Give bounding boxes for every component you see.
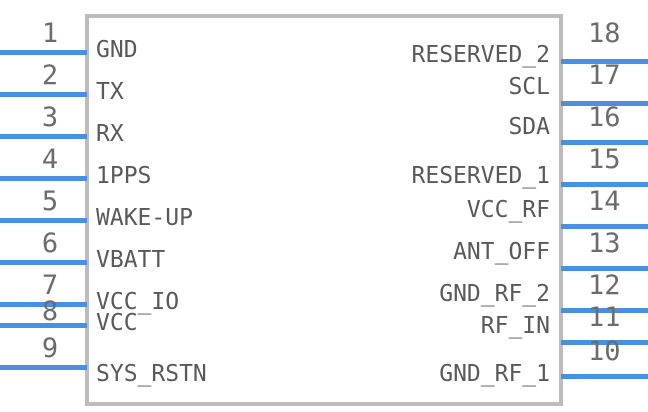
pin-name-13: ANT_OFF: [453, 239, 550, 265]
pin-wire-8[interactable]: [0, 323, 87, 328]
pin-number-6: 6: [41, 228, 59, 259]
pin-number-3: 3: [41, 102, 59, 133]
pin-name-9: SYS_RSTN: [96, 361, 207, 387]
pin-wire-13[interactable]: [561, 266, 648, 271]
pin-wire-17[interactable]: [561, 101, 648, 106]
pin-wire-6[interactable]: [0, 260, 87, 265]
pin-number-8: 8: [41, 296, 59, 327]
pin-name-1: GND: [96, 37, 138, 63]
pin-name-12: GND_RF_2: [439, 281, 550, 307]
pin-number-11: 11: [588, 302, 621, 333]
component-body-outline: [85, 14, 563, 406]
pin-number-5: 5: [41, 186, 59, 217]
pin-name-8: VCC: [96, 310, 138, 336]
pin-wire-12[interactable]: [561, 308, 648, 313]
pin-wire-2[interactable]: [0, 92, 87, 97]
pin-number-16: 16: [588, 102, 621, 133]
pin-name-3: RX: [96, 121, 124, 147]
pin-wire-10[interactable]: [561, 374, 648, 379]
pin-wire-18[interactable]: [561, 59, 648, 64]
pin-name-10: GND_RF_1: [439, 361, 550, 387]
pin-wire-16[interactable]: [561, 140, 648, 145]
pin-number-2: 2: [41, 60, 59, 91]
pin-number-9: 9: [41, 333, 59, 364]
pin-name-18: RESERVED_2: [411, 42, 550, 68]
pin-number-7: 7: [41, 270, 59, 301]
pin-wire-9[interactable]: [0, 365, 87, 370]
pin-name-17: SCL: [508, 74, 550, 100]
pin-name-6: VBATT: [96, 247, 166, 273]
pin-number-10: 10: [588, 336, 621, 367]
pin-wire-5[interactable]: [0, 218, 87, 223]
pin-wire-1[interactable]: [0, 50, 87, 55]
pin-number-12: 12: [588, 270, 621, 301]
pin-wire-4[interactable]: [0, 176, 87, 181]
pin-number-1: 1: [41, 18, 59, 49]
pin-wire-11[interactable]: [561, 340, 648, 345]
pin-name-5: WAKE-UP: [96, 205, 193, 231]
pin-number-14: 14: [588, 186, 621, 217]
pin-number-17: 17: [588, 60, 621, 91]
pin-number-4: 4: [41, 144, 59, 175]
pin-wire-14[interactable]: [561, 224, 648, 229]
pin-number-15: 15: [588, 144, 621, 175]
pin-name-7: VCC_IO: [96, 289, 180, 315]
pin-wire-7[interactable]: [0, 302, 87, 307]
pin-number-18: 18: [588, 18, 621, 49]
pin-number-13: 13: [588, 228, 621, 259]
pin-name-4: 1PPS: [96, 163, 152, 189]
pin-wire-3[interactable]: [0, 134, 87, 139]
pin-wire-15[interactable]: [561, 182, 648, 187]
pin-name-14: VCC_RF: [466, 197, 550, 223]
pin-name-2: TX: [96, 79, 124, 105]
pin-name-11: RF_IN: [480, 313, 550, 339]
pin-name-16: SDA: [508, 114, 550, 140]
pin-name-15: RESERVED_1: [411, 163, 550, 189]
